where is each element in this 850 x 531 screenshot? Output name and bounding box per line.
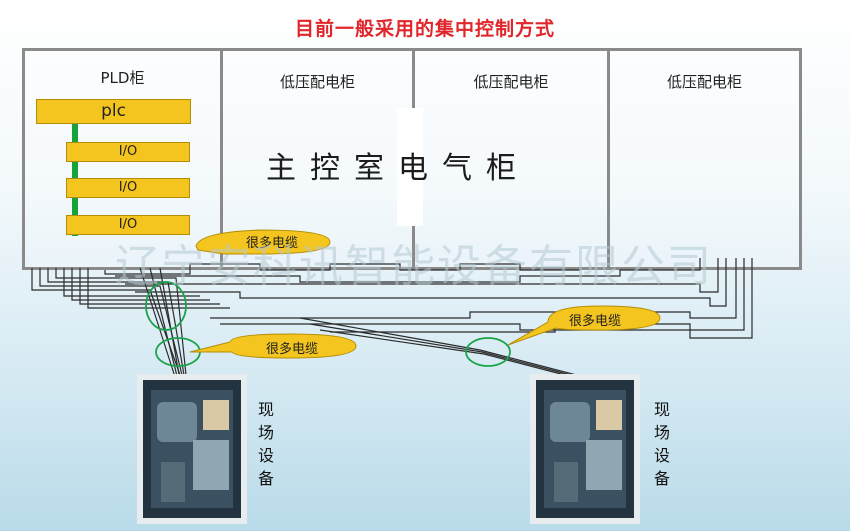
highlight-bar-right — [409, 108, 423, 226]
low-voltage-cabinet-2: 低压配电柜 — [412, 48, 610, 270]
cable-line — [330, 258, 753, 339]
plc-module: plc — [36, 99, 191, 124]
highlight-circle-3 — [465, 337, 511, 367]
low-voltage-cabinet-1-label: 低压配电柜 — [279, 73, 355, 91]
pld-cabinet-label: PLD柜 — [100, 69, 145, 87]
cable-line — [115, 258, 701, 283]
callout-text-2: 很多电缆 — [265, 342, 318, 357]
cable-line — [87, 268, 230, 309]
cable-line — [79, 268, 220, 305]
company-watermark: 辽宁安科讯智能设备有限公司 — [115, 241, 713, 292]
cable-line — [31, 268, 181, 376]
cable-line — [104, 263, 580, 275]
highlight-bar-left — [397, 108, 411, 226]
field-equipment-photo-left — [137, 374, 247, 524]
cable-line — [125, 258, 719, 293]
io-module-3: I/O — [66, 215, 190, 235]
callout-bubble-1 — [195, 229, 331, 255]
highlight-circle-1 — [145, 281, 187, 331]
cable-line — [319, 329, 585, 381]
io-module-1: I/O — [66, 142, 190, 162]
field-equipment-photo-right — [530, 374, 640, 524]
cable-line — [309, 323, 583, 379]
callout-text-3: 很多电缆 — [568, 314, 621, 329]
callout-text-1: 很多电缆 — [245, 236, 298, 251]
cable-line — [63, 268, 200, 297]
low-voltage-cabinet-3: 低压配电柜 — [607, 48, 802, 270]
low-voltage-cabinet-3-label: 低压配电柜 — [666, 73, 742, 91]
field-equipment-label-left: 现场设备 — [257, 400, 274, 488]
field-equipment-label-right: 现场设备 — [653, 400, 670, 488]
cable-bundle — [31, 258, 753, 381]
io-module-2: I/O — [66, 178, 190, 198]
cable-line — [220, 258, 745, 331]
main-control-room-label: 主控室电气柜 — [266, 151, 530, 186]
callout-bubble-2 — [189, 333, 357, 359]
cable-line — [47, 268, 185, 376]
cable-line — [139, 267, 177, 381]
diagram-title: 目前一般采用的集中控制方式 — [294, 18, 555, 40]
low-voltage-cabinet-2-label: 低压配电柜 — [473, 73, 549, 91]
callout-bubble-3 — [507, 305, 661, 346]
cable-line — [55, 268, 187, 376]
cable-line — [159, 267, 181, 381]
cable-line — [135, 258, 727, 307]
cable-line — [210, 258, 737, 319]
cable-line — [71, 268, 210, 301]
cable-line — [299, 317, 581, 377]
